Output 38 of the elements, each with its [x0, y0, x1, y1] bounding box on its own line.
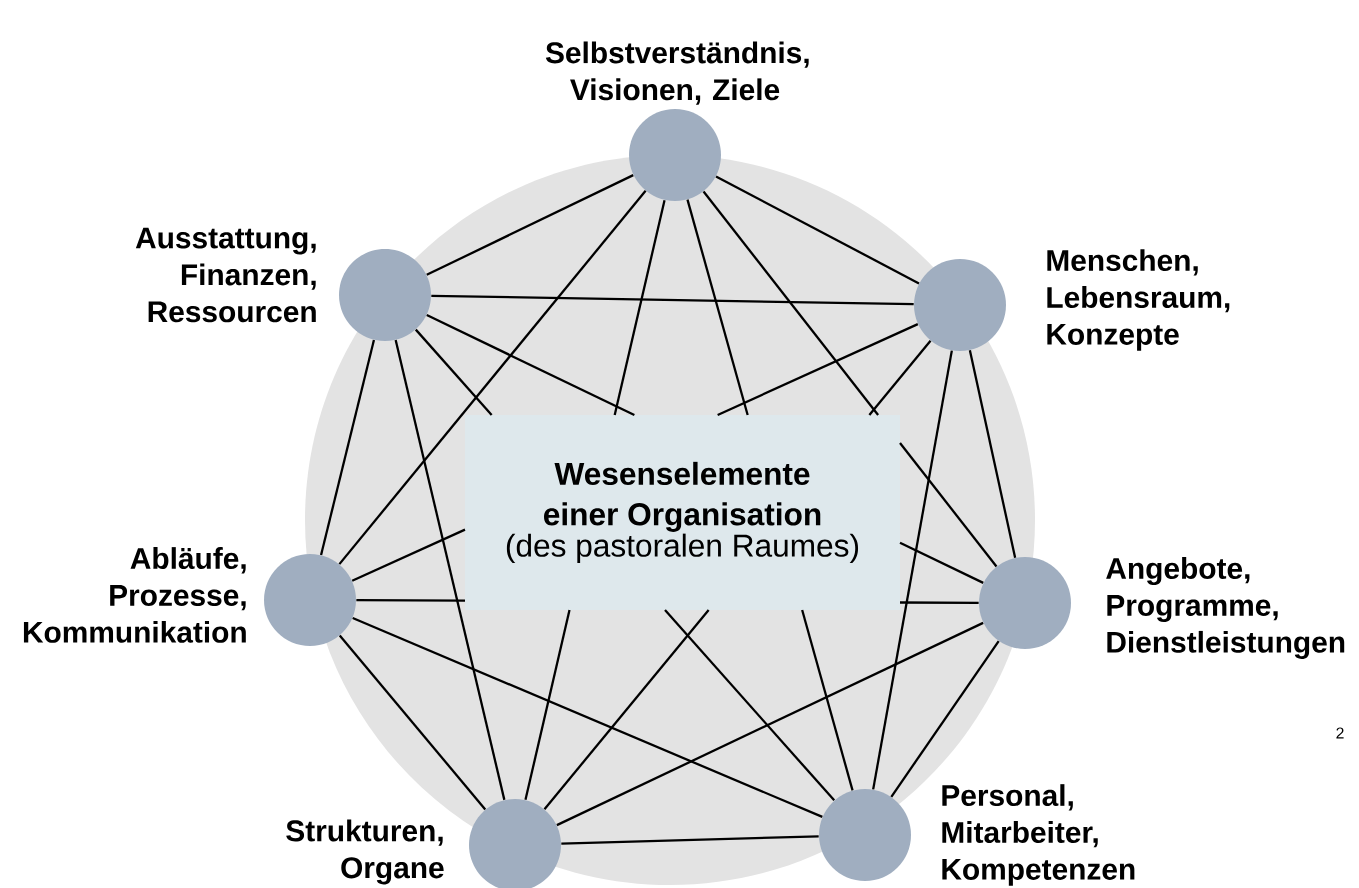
connector-line	[872, 350, 953, 790]
node-label: Personal, Mitarbeiter, Kompetenzen	[942, 784, 1135, 886]
connector-line	[899, 442, 998, 568]
connector-line	[426, 174, 634, 276]
connector-line	[717, 323, 919, 416]
node-label: Selbstverständnis, Visionen, Ziele	[545, 41, 809, 105]
connector-line	[431, 294, 914, 306]
connector-line	[319, 339, 376, 556]
connector-line	[414, 328, 493, 416]
connector-line	[702, 190, 879, 416]
connector-line	[338, 634, 487, 811]
connector-line	[338, 190, 647, 565]
connector-line	[664, 609, 836, 802]
connector-line	[543, 609, 710, 810]
connector-line	[968, 350, 1017, 558]
node-label: Abläufe, Prozesse, Kommunikation	[23, 547, 246, 643]
connector-line	[686, 199, 749, 416]
connector-line	[900, 601, 979, 604]
node-label: Ausstattung, Finanzen, Ressourcen	[135, 227, 316, 323]
connector-line	[715, 175, 920, 285]
connector-line	[801, 609, 854, 791]
node-label: Angebote, Programme, Dienstleistungen	[1106, 557, 1345, 659]
connector-line	[899, 541, 984, 584]
connector-line	[351, 528, 466, 582]
node-label: Strukturen, Organe	[286, 819, 444, 885]
connector-line	[524, 609, 571, 801]
connector-line	[394, 339, 506, 801]
page-number: 2	[1336, 727, 1344, 739]
center-box: Wesenselemente einer Organisation (des pastoralen Raumes)	[465, 415, 900, 610]
connector-line	[556, 621, 984, 827]
connector-line	[352, 617, 823, 818]
connector-line	[890, 640, 1000, 798]
connector-line	[356, 599, 465, 602]
node-label: Menschen, Lebensraum, Konzepte	[1047, 249, 1230, 351]
connector-line	[426, 314, 635, 416]
connector-line	[561, 835, 819, 845]
connector-line	[613, 199, 666, 416]
connector-line	[868, 340, 932, 416]
